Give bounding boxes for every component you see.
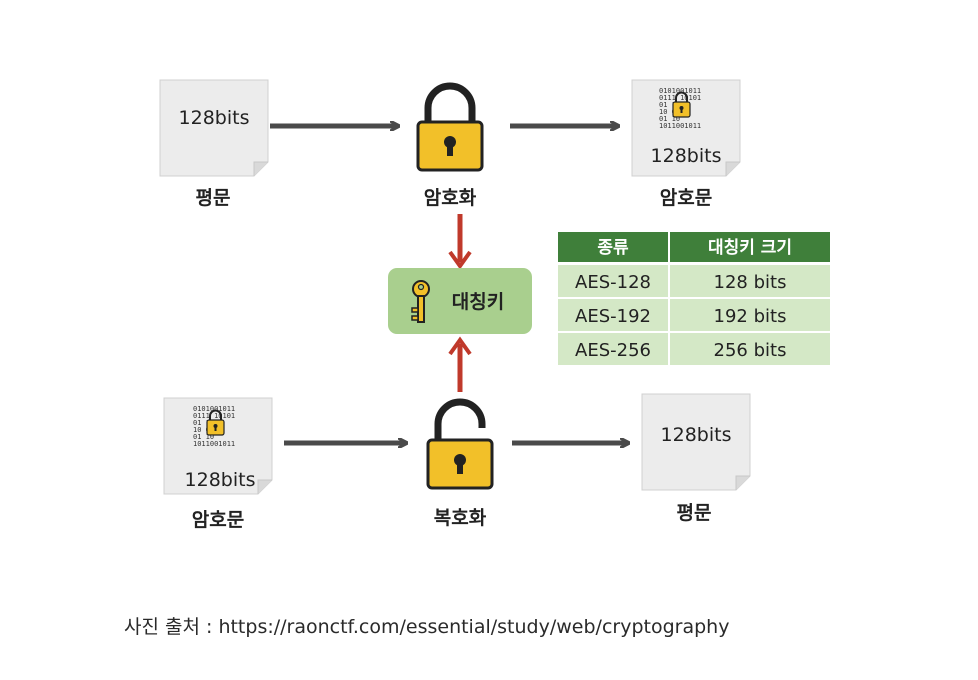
key-icon	[411, 280, 430, 323]
table-row: AES-256 256 bits	[558, 333, 830, 365]
table-cell-size: 192 bits	[714, 306, 787, 327]
table-header-cell	[558, 232, 668, 262]
decrypt-label: 복호화	[434, 507, 487, 529]
ciphertext-document-top: 128bits	[631, 79, 741, 177]
table-cell-size: 128 bits	[714, 272, 787, 293]
arrow-encrypt-to-key-head	[448, 250, 472, 270]
symmetric-key-label: 대칭키	[452, 291, 504, 313]
plaintext-label-bottom: 평문	[677, 502, 712, 524]
table-row: AES-128 128 bits	[558, 265, 830, 297]
table-header-type: 종류	[597, 238, 629, 258]
encrypt-label: 암호화	[424, 187, 477, 209]
plaintext-doc-text: 128bits	[661, 424, 732, 446]
padlock-closed-icon	[416, 82, 484, 172]
padlock-open-icon	[426, 398, 494, 490]
table-cell-size: 256 bits	[714, 340, 787, 361]
table-cell-type: AES-128	[575, 272, 651, 293]
plaintext-label-top: 평문	[196, 187, 231, 209]
ciphertext-document-bottom: 128bits	[163, 397, 273, 495]
image-source-caption: 사진 출처 : https://raonctf.com/essential/st…	[124, 616, 730, 638]
plaintext-document-bottom: 128bits	[641, 393, 751, 491]
ciphertext-label-top: 암호문	[660, 187, 712, 209]
table-cell-type: AES-256	[575, 340, 651, 361]
table-header-cell	[670, 232, 830, 262]
table-row: AES-192 192 bits	[558, 299, 830, 331]
table-header-key-size: 대칭키 크기	[708, 238, 792, 258]
plaintext-document-top: 128bits	[159, 79, 269, 177]
plaintext-doc-text: 128bits	[179, 107, 250, 129]
arrow-decrypt-to-key-head	[448, 336, 472, 356]
ciphertext-label-bottom: 암호문	[192, 509, 244, 531]
ciphertext-doc-text: 128bits	[651, 145, 722, 167]
aes-key-size-table: 종류 대칭키 크기 AES-128 128 bits AES-192 192 b…	[558, 232, 830, 365]
ciphertext-doc-text: 128bits	[185, 469, 256, 491]
symmetric-key-box: 대칭키	[388, 268, 532, 334]
table-cell-type: AES-192	[575, 306, 651, 327]
